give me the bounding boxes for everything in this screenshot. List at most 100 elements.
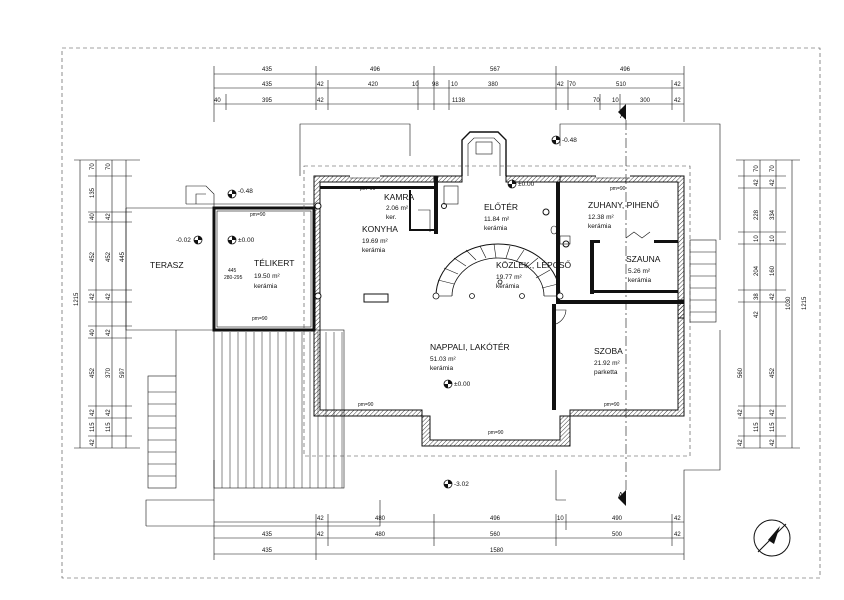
top-dim-3-5: 10 bbox=[612, 98, 619, 104]
left-dim-c: 40 bbox=[90, 213, 96, 220]
room-szoba-area: 21.92 m² bbox=[594, 360, 620, 367]
left-dim-d: 452 bbox=[90, 251, 96, 262]
right-dim-w: 1215 bbox=[802, 296, 808, 310]
exterior-stairs-left bbox=[147, 375, 177, 489]
left-dim-o: 42 bbox=[106, 329, 112, 336]
room-szoba-name: SZOBA bbox=[594, 346, 623, 356]
bot-dim-2-5: 42 bbox=[674, 532, 681, 538]
right-dim-j: 1030 bbox=[786, 296, 792, 310]
window-tags: pm=90 pm=90 pm=90 pm=90 pm=90 pm=90 pm=9… bbox=[250, 186, 626, 436]
left-dim-k: 70 bbox=[106, 163, 112, 170]
left-dim-f: 40 bbox=[90, 329, 96, 336]
window-tag-6: pm=90 bbox=[252, 316, 268, 322]
top-dim-3-1: 395 bbox=[262, 98, 273, 104]
right-dim-k: 560 bbox=[738, 367, 744, 378]
top-dim-1-3: 496 bbox=[620, 67, 631, 73]
bot-dim-3-1: 1580 bbox=[490, 548, 504, 554]
kitchen-counter bbox=[443, 185, 459, 205]
section-marker-bottom: A bbox=[618, 491, 624, 500]
room-telikert-floor: kerámia bbox=[254, 283, 278, 290]
room-eloter-floor: kerámia bbox=[484, 225, 508, 232]
fireplace bbox=[363, 293, 389, 303]
right-dim-s: 452 bbox=[770, 367, 776, 378]
right-dim-g: 204 bbox=[754, 265, 760, 276]
top-dim-2-3: 10 bbox=[412, 82, 419, 88]
level-value-3: -0.02 bbox=[176, 237, 191, 244]
bot-dim-2-1: 42 bbox=[317, 532, 324, 538]
top-dim-3-2: 42 bbox=[317, 98, 324, 104]
eaves-line bbox=[303, 165, 691, 457]
top-dim-1-1: 496 bbox=[370, 67, 381, 73]
room-kozlek-name: KÖZLEK., LÉPCSŐ bbox=[496, 260, 571, 270]
room-kamra-name: KAMRA bbox=[384, 192, 415, 202]
section-line: A A bbox=[618, 104, 627, 506]
top-dim-3-0: 40 bbox=[214, 98, 221, 104]
room-eloter-name: ELŐTÉR bbox=[484, 202, 518, 212]
door-swing bbox=[555, 309, 567, 325]
left-dim-n: 42 bbox=[106, 293, 112, 300]
window-tag-5: pm=90 bbox=[488, 430, 504, 436]
room-telikert-area: 19.50 m² bbox=[254, 273, 280, 280]
right-dim-i: 42 bbox=[754, 311, 760, 318]
top-dim-2-1: 42 bbox=[317, 82, 324, 88]
sheet-border bbox=[61, 47, 821, 579]
right-dim-d: 228 bbox=[754, 209, 760, 220]
right-dim-l: 42 bbox=[738, 409, 744, 416]
top-dimensions: 435 496 567 496 435 42 420 10 98 10 380 … bbox=[213, 66, 685, 122]
top-dim-2-10: 42 bbox=[674, 82, 681, 88]
left-dim-q: 42 bbox=[106, 409, 112, 416]
room-szoba-floor: parketta bbox=[594, 369, 618, 376]
top-dim-2-4: 98 bbox=[432, 82, 439, 88]
right-dim-v: 42 bbox=[770, 439, 776, 446]
right-dim-o: 70 bbox=[770, 165, 776, 172]
room-zuhany-name: ZUHANY, PIHENŐ bbox=[588, 200, 660, 210]
room-szauna-floor: kerámia bbox=[628, 277, 652, 284]
left-dim-l: 42 bbox=[106, 213, 112, 220]
level-marker-3: -0.02 bbox=[176, 235, 203, 245]
top-dim-3-7: 42 bbox=[674, 98, 681, 104]
bot-dim-3-0: 435 bbox=[262, 548, 273, 554]
north-arrow-icon bbox=[753, 519, 791, 557]
columns bbox=[314, 202, 570, 300]
level-value-5: ±0.00 bbox=[454, 381, 471, 388]
left-dimensions: 70 135 40 452 42 40 452 42 115 42 70 42 … bbox=[74, 159, 140, 449]
room-konyha-floor: kerámia bbox=[362, 247, 386, 254]
room-nappali-name: NAPPALI, LAKÓTÉR bbox=[430, 342, 510, 352]
level-value-6: -0.48 bbox=[562, 137, 577, 144]
right-dim-q: 10 bbox=[770, 235, 776, 242]
right-dim-h: 38 bbox=[754, 293, 760, 300]
room-zuhany-area: 12.38 m² bbox=[588, 214, 614, 221]
left-dim-p: 370 bbox=[106, 367, 112, 378]
room-szauna-area: 5.26 m² bbox=[628, 268, 651, 275]
telikert-opening-a: 445 bbox=[228, 268, 237, 274]
level-marker-2: ±0.00 bbox=[227, 235, 255, 245]
right-dim-c: 334 bbox=[770, 209, 776, 220]
bot-dim-2-3: 560 bbox=[490, 532, 501, 538]
exterior-stairs-right bbox=[689, 239, 717, 323]
bot-dim-1-5: 42 bbox=[674, 516, 681, 522]
left-dim-b: 135 bbox=[90, 187, 96, 198]
level-value-2: ±0.00 bbox=[238, 237, 255, 244]
top-dim-2-6: 380 bbox=[488, 82, 499, 88]
room-kamra-floor: ker. bbox=[386, 214, 397, 221]
window-tag-7: pm=90 bbox=[250, 212, 266, 218]
right-dim-f: 160 bbox=[770, 265, 776, 276]
bot-dim-1-2: 496 bbox=[490, 516, 501, 522]
room-konyha-area: 19.69 m² bbox=[362, 238, 388, 245]
right-dim-u: 115 bbox=[770, 422, 776, 432]
left-dim-u: 1215 bbox=[74, 292, 80, 306]
window-tag-3: pm=90 bbox=[358, 402, 374, 408]
window-tag-2: pm=90 bbox=[610, 186, 626, 192]
level-marker-5: ±0.00 bbox=[443, 379, 471, 389]
top-dim-3-4: 70 bbox=[593, 98, 600, 104]
left-dim-i: 115 bbox=[90, 422, 96, 432]
right-dim-a: 70 bbox=[754, 165, 760, 172]
top-dim-1-2: 567 bbox=[490, 67, 501, 73]
top-dim-2-7: 42 bbox=[557, 82, 564, 88]
room-kamra-area: 2.06 m² bbox=[386, 205, 409, 212]
spiral-stair bbox=[432, 243, 564, 300]
level-marker-8: -3.02 bbox=[443, 479, 469, 489]
toilet bbox=[550, 225, 558, 235]
bot-dim-1-1: 480 bbox=[375, 516, 386, 522]
left-dim-a: 70 bbox=[90, 163, 96, 170]
